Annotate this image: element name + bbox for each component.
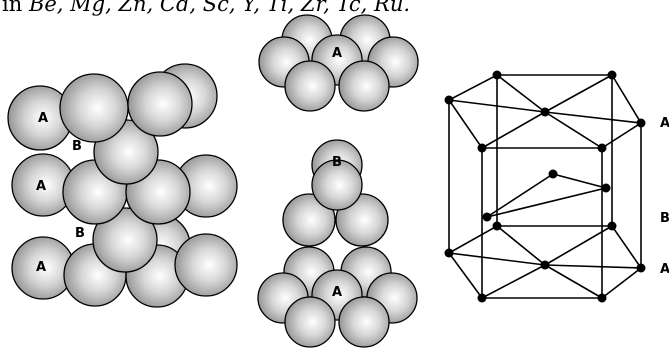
layer-label-a: A (332, 285, 342, 300)
layer-label-a: A (36, 260, 46, 275)
layer-a-plan-bottom: A (257, 246, 418, 348)
layer-label-a: A (36, 179, 46, 194)
atom-sphere (282, 193, 336, 247)
atom-sphere (174, 233, 238, 297)
cell-label-a-bottom: A (660, 262, 669, 277)
atom-sphere (311, 159, 363, 211)
layer-b-plan: B (282, 139, 389, 247)
caption-prefix: in (2, 0, 23, 16)
layer-label-b: B (332, 155, 342, 170)
caption-elements: Be, Mg, Zn, Cd, Sc, Y, Ti, Zr, Tc, Ru. (28, 0, 411, 16)
atom-sphere (127, 71, 193, 137)
hcp-atom-dots (444, 70, 646, 303)
layer-a-top: A (7, 63, 218, 151)
caption: in Be, Mg, Zn, Cd, Sc, Y, Ti, Zr, Tc, Ru… (2, 0, 410, 16)
cell-label-a-top: A (660, 116, 669, 131)
atom-sphere (284, 60, 336, 112)
cell-label-b: B (660, 211, 669, 226)
atom-sphere (92, 207, 158, 273)
atom-sphere (59, 73, 129, 143)
layer-label-a: A (38, 111, 48, 126)
layer-label-a: A (332, 46, 342, 61)
atom-sphere (284, 296, 336, 348)
separated-layers-view: A B A (257, 14, 419, 348)
stacked-layers-view: A B A B A (7, 63, 238, 308)
layer-a-middle: A B (11, 119, 238, 225)
layer-a-plan-top: A (258, 14, 419, 112)
middle-b-triangle (486, 173, 607, 218)
layer-label-b: B (72, 139, 82, 154)
atom-sphere (338, 60, 390, 112)
layer-a-bottom: A B (11, 207, 238, 308)
layer-label-b: B (75, 226, 85, 241)
atom-sphere (338, 296, 390, 348)
